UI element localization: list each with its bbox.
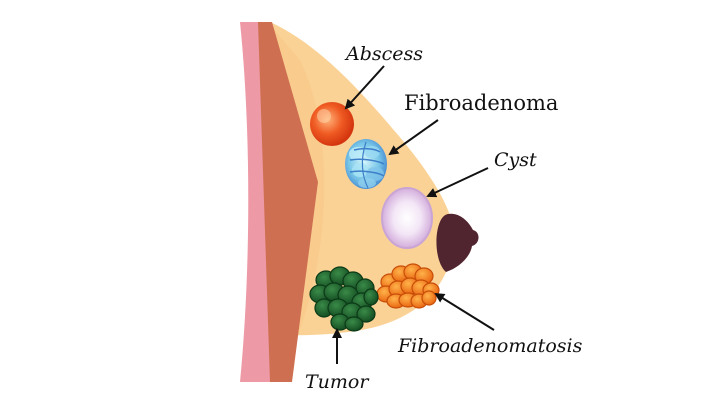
label-fibroadenomatosis: Fibroadenomatosis: [397, 335, 583, 357]
cyst-lesion: [381, 187, 433, 249]
label-abscess: Abscess: [344, 43, 423, 65]
label-fibroadenoma: Fibroadenoma: [404, 91, 558, 115]
muscle-layer: [255, 22, 318, 382]
tumor-lobule: [363, 288, 379, 306]
fibroadenomatosis-lobule: [421, 290, 437, 306]
tumor-lobule: [344, 316, 364, 332]
tumor-lesion: [309, 266, 379, 332]
arrow-abscess: [344, 65, 385, 110]
arrow-fibroadenoma: [388, 119, 439, 156]
chest-skin-layer: [240, 22, 270, 382]
arrow-cyst: [426, 167, 489, 198]
label-tumor: Tumor: [305, 371, 370, 393]
arrow-fibroadenomatosis: [434, 292, 495, 331]
label-cyst: Cyst: [494, 149, 537, 171]
tumor-lobule: [356, 305, 376, 323]
nipple: [436, 213, 479, 272]
abscess-lesion: [310, 102, 354, 146]
fibroadenoma-lesion: [345, 139, 387, 189]
